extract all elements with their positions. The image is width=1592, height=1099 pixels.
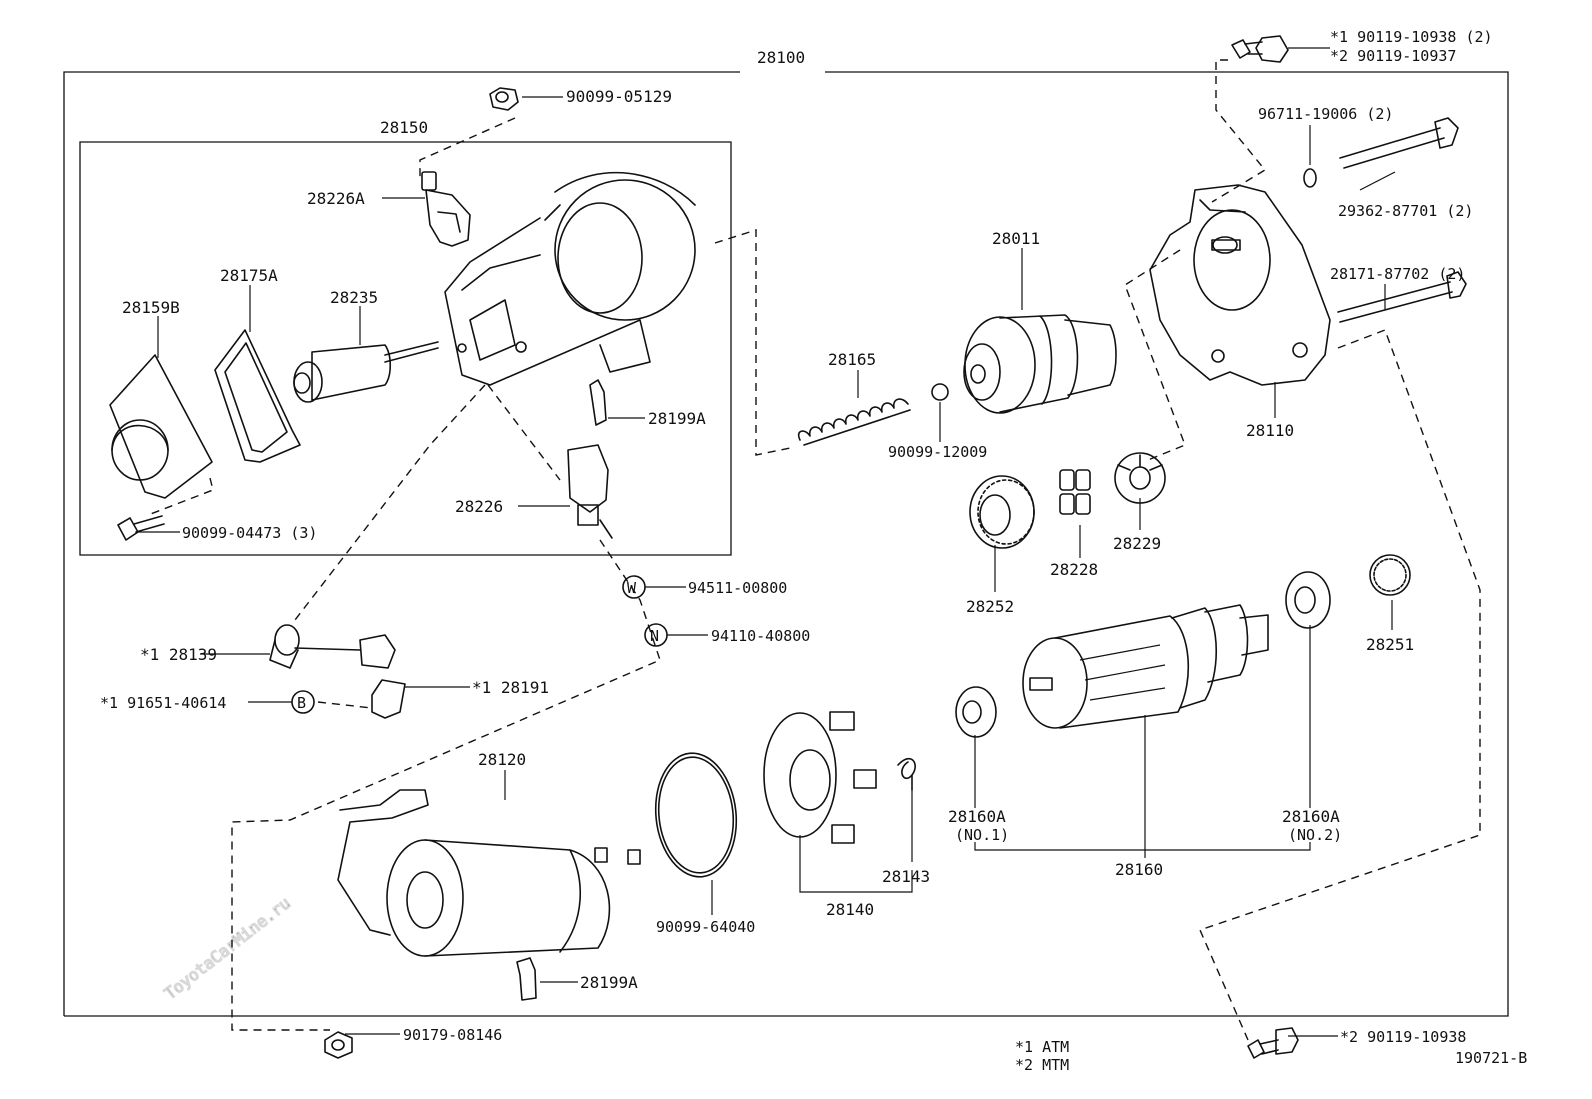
label-28100: 28100	[757, 48, 805, 67]
label-28160a-no2: 28160A	[1282, 807, 1340, 826]
label-28199a-top: 28199A	[648, 409, 706, 428]
label-28139: *1 28139	[140, 645, 217, 664]
label-28175a: 28175A	[220, 266, 278, 285]
label-90099-05129: 90099-05129	[566, 87, 672, 106]
terminal-28199a-bottom	[516, 957, 537, 1001]
label-28228: 28228	[1050, 560, 1098, 579]
nut-90179-08146	[324, 1031, 353, 1059]
gear-28251	[1369, 554, 1411, 596]
terminal-28199a-top	[589, 379, 607, 426]
label-90099-04473: 90099-04473 (3)	[182, 524, 317, 542]
label-90179-08146: 90179-08146	[403, 1026, 502, 1044]
label-94511-00800: 94511-00800	[688, 579, 787, 597]
bolt-symbol: B	[291, 690, 315, 714]
gasket-28175a	[214, 329, 301, 463]
bolt-90119-10938-top	[1231, 35, 1289, 63]
bearing-28160a-no1	[955, 686, 997, 738]
label-90119-10938-top: *1 90119-10938 (2)	[1330, 28, 1493, 46]
label-28160a-no1-note: (NO.1)	[955, 826, 1009, 844]
washer-96711-19006	[1303, 168, 1317, 188]
label-28110: 28110	[1246, 421, 1294, 440]
leader-lines	[138, 47, 1396, 1037]
retainer-28229	[1114, 452, 1166, 504]
label-28159b: 28159B	[122, 298, 180, 317]
label-28226a: 28226A	[307, 189, 365, 208]
armature-28160	[1022, 604, 1269, 729]
nut-symbol: N	[644, 623, 668, 647]
brush-holder-28140	[763, 711, 877, 844]
alignment-lines	[147, 59, 1481, 1041]
assembly-frame	[63, 71, 1509, 1017]
housing-28110	[1149, 184, 1331, 386]
yoke-28120	[337, 789, 641, 957]
label-28165: 28165	[828, 350, 876, 369]
through-bolt-29362-87701	[1339, 117, 1459, 169]
bearing-28160a-no2	[1285, 571, 1331, 629]
gear-28252	[969, 475, 1035, 549]
label-28171-87702: 28171-87702 (2)	[1330, 265, 1465, 283]
label-28252: 28252	[966, 597, 1014, 616]
label-28199a-bottom: 28199A	[580, 973, 638, 992]
plunger-28235	[293, 341, 439, 403]
spring-28143	[897, 758, 916, 791]
label-28191: *1 28191	[472, 678, 549, 697]
bolt-90099-04473	[117, 515, 165, 541]
nut-letter: N	[650, 627, 659, 645]
label-94110-40800: 94110-40800	[711, 627, 810, 645]
label-28150: 28150	[380, 118, 428, 137]
label-91651-40614: *1 91651-40614	[100, 694, 226, 712]
label-28160a-no2-note: (NO.2)	[1288, 826, 1342, 844]
rollers-28228	[1059, 469, 1091, 515]
solenoid-subassembly-frame	[79, 141, 732, 556]
label-28235: 28235	[330, 288, 378, 307]
label-28160a-no1: 28160A	[948, 807, 1006, 826]
label-90099-12009: 90099-12009	[888, 443, 987, 461]
terminal-28226	[567, 444, 613, 539]
bracket-28191	[371, 679, 406, 719]
legend-note-2: *2 MTM	[1015, 1056, 1069, 1074]
lead-wire-28139	[269, 624, 396, 669]
label-28160: 28160	[1115, 860, 1163, 879]
label-28251: 28251	[1366, 635, 1414, 654]
label-28226: 28226	[455, 497, 503, 516]
label-28011: 28011	[992, 229, 1040, 248]
cover-28159b	[109, 354, 213, 499]
label-29362-87701: 29362-87701 (2)	[1338, 202, 1473, 220]
ball-90099-12009	[931, 383, 949, 401]
spring-28165	[797, 398, 911, 446]
label-28140: 28140	[826, 900, 874, 919]
washer-letter: W	[627, 579, 637, 597]
watermark: ToyotaCarMine.ru	[161, 893, 294, 1003]
clutch-28011	[963, 314, 1117, 414]
label-90099-64040: 90099-64040	[656, 918, 755, 936]
label-28120: 28120	[478, 750, 526, 769]
label-90119-10938-bottom: *2 90119-10938	[1340, 1028, 1466, 1046]
starter-housing-28150	[444, 171, 696, 386]
bolt-90119-10938-bottom	[1247, 1027, 1299, 1059]
bolt-letter: B	[297, 694, 306, 712]
o-ring-90099-64040	[654, 752, 738, 878]
label-96711-19006: 96711-19006 (2)	[1258, 105, 1393, 123]
terminal-28226a	[421, 171, 471, 247]
washer-symbol: W	[622, 575, 646, 599]
label-28229: 28229	[1113, 534, 1161, 553]
nut-90099-05129	[489, 87, 519, 111]
diagram-id: 190721-B	[1455, 1049, 1527, 1067]
legend-note-1: *1 ATM	[1015, 1038, 1069, 1056]
through-bolt-28171-87702	[1337, 271, 1467, 323]
label-90119-10937: *2 90119-10937	[1330, 47, 1456, 65]
label-28143: 28143	[882, 867, 930, 886]
